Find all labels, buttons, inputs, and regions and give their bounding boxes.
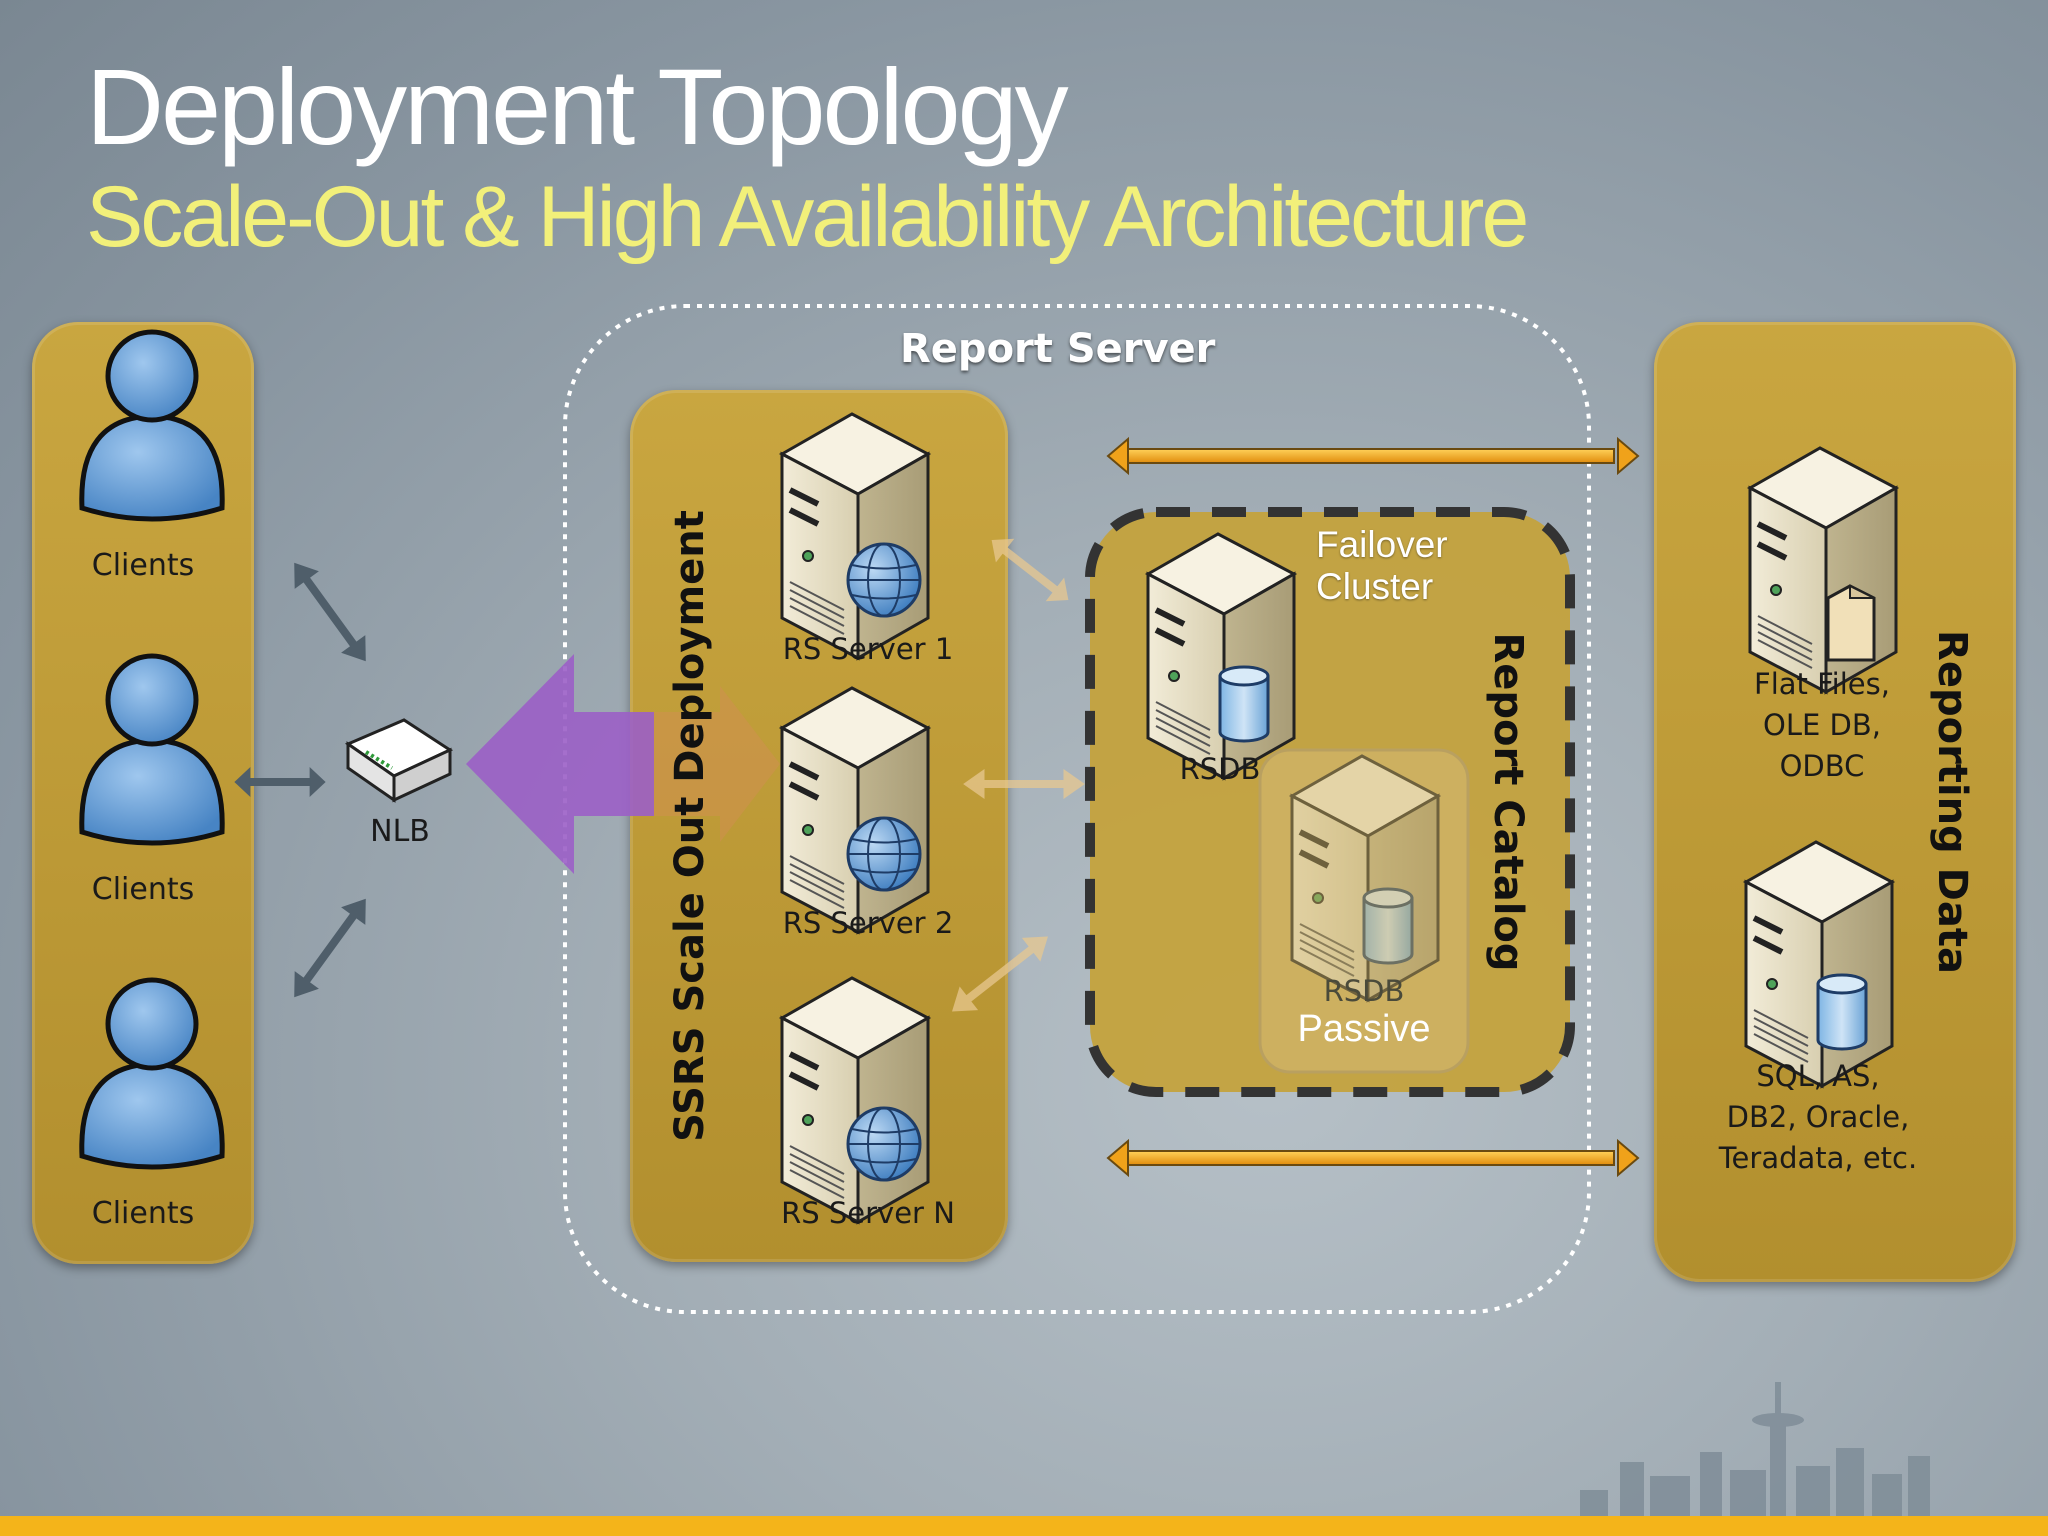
data-source-line: DB2, Oracle, — [1726, 1100, 1910, 1134]
data-source-line: Flat Files, — [1754, 667, 1890, 701]
web-server-icon — [782, 688, 928, 932]
client-nlb-arrow — [283, 891, 376, 1005]
data-source-label: SQL, AS, DB2, Oracle, Teradata, etc. — [1696, 1056, 1940, 1179]
rsdb-passive-label: RSDB — [1323, 974, 1405, 1008]
data-source-label: Flat Files, OLE DB, ODBC — [1700, 664, 1944, 787]
catalog-data-arrow — [1106, 436, 1640, 476]
clients-label: Clients — [91, 548, 195, 583]
page-subtitle: Scale-Out & High Availability Architectu… — [86, 169, 1529, 265]
server-catalog-arrow — [984, 529, 1077, 610]
user-icon — [82, 656, 222, 843]
failover-label-line2: Cluster — [1316, 566, 1434, 607]
server-catalog-arrow — [944, 926, 1056, 1022]
nlb-label: NLB — [370, 814, 430, 849]
data-source-line: ODBC — [1779, 749, 1865, 783]
passive-label: Passive — [1297, 1008, 1431, 1050]
bottom-bar — [0, 1516, 2048, 1536]
catalog-data-arrow — [1106, 1138, 1640, 1178]
user-icon — [82, 980, 222, 1167]
nlb-to-server-arrow — [466, 654, 654, 874]
web-server-icon — [782, 414, 928, 658]
database-server-icon — [1148, 534, 1294, 778]
failover-label: Failover Cluster — [1316, 524, 1496, 608]
page-title: Deployment Topology — [86, 46, 1069, 167]
city-skyline — [1580, 1382, 1930, 1524]
reporting-data-label: Reporting Data — [1929, 630, 1975, 974]
rs-server-label: RS Server 1 — [782, 632, 954, 666]
web-server-icon — [782, 978, 928, 1222]
failover-label-line1: Failover — [1316, 524, 1448, 565]
data-source-line: Teradata, etc. — [1718, 1141, 1918, 1175]
scale-out-label: SSRS Scale Out Deployment — [667, 510, 713, 1142]
rs-server-label: RS Server 2 — [782, 906, 954, 940]
rs-server-label: RS Server N — [781, 1196, 955, 1230]
rsdb-label: RSDB — [1179, 752, 1261, 786]
network-switch-icon — [344, 718, 454, 803]
user-icon — [82, 332, 222, 519]
database-server-icon — [1292, 756, 1438, 1000]
database-server-icon — [1746, 842, 1892, 1086]
server-catalog-arrow — [964, 770, 1084, 798]
report-server-label: Report Server — [900, 326, 1216, 372]
file-server-icon — [1750, 448, 1896, 692]
client-nlb-arrow — [283, 555, 376, 669]
data-source-line: SQL, AS, — [1756, 1059, 1880, 1093]
client-nlb-arrow — [235, 768, 325, 796]
clients-label: Clients — [91, 872, 195, 907]
data-source-line: OLE DB, — [1763, 708, 1881, 742]
clients-label: Clients — [91, 1196, 195, 1231]
nlb-to-server-arrow-head — [654, 686, 780, 842]
report-server-boundary — [563, 304, 1591, 1314]
report-catalog-label: Report Catalog — [1485, 632, 1531, 972]
